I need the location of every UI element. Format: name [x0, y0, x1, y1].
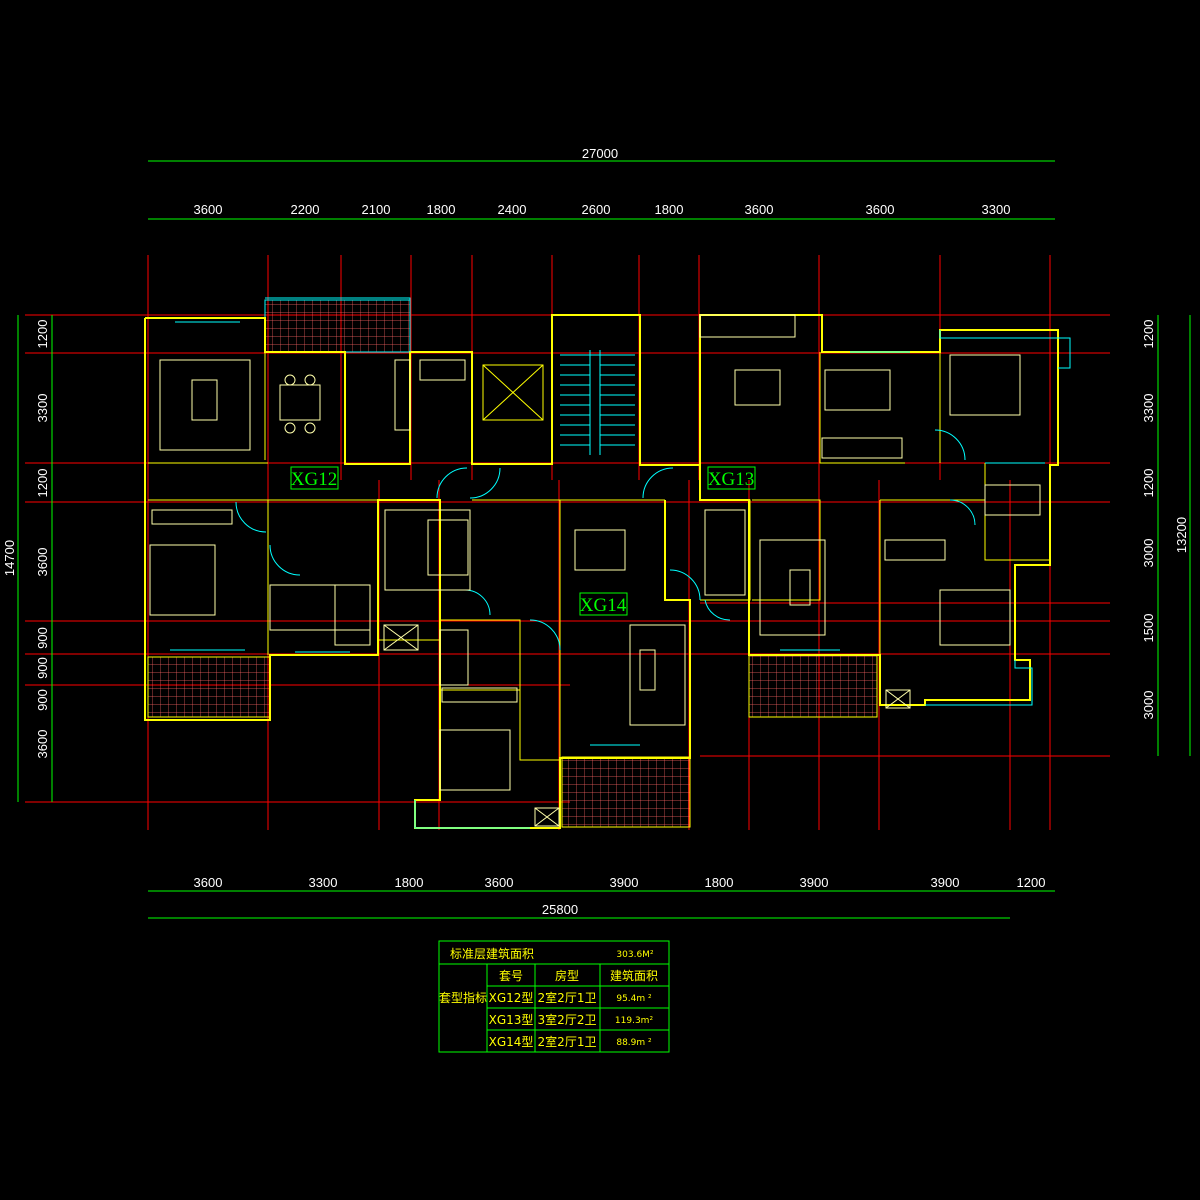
- dimension-texts: 27000 3600 2200 2100 1800 2400 2600 1800…: [2, 146, 1189, 917]
- table-row-3-type: 2室2厅1卫: [538, 1034, 597, 1049]
- dim-top-3: 2100: [362, 202, 391, 217]
- dim-bottom-7: 3900: [800, 875, 829, 890]
- dim-top-2: 2200: [291, 202, 320, 217]
- dim-bottom-9: 1200: [1017, 875, 1046, 890]
- dim-left-4: 3600: [35, 548, 50, 577]
- furniture: [149, 314, 1041, 827]
- table-row-3-area: 88.9m ²: [616, 1038, 652, 1048]
- table-row-2-id: XG13型: [489, 1013, 534, 1027]
- dimension-lines: [17, 160, 1191, 919]
- unit-tag-xg12: XG12: [291, 469, 337, 490]
- dim-left-6: 900: [35, 657, 50, 679]
- table-row-1-area: 95.4m ²: [616, 994, 652, 1004]
- table-header-area: 建筑面积: [610, 968, 658, 983]
- dim-top-7: 1800: [655, 202, 684, 217]
- dim-top-4: 1800: [427, 202, 456, 217]
- dim-left-2: 3300: [35, 394, 50, 423]
- dim-top-6: 2600: [582, 202, 611, 217]
- dim-top-8: 3600: [745, 202, 774, 217]
- table-row-1-id: XG12型: [489, 991, 534, 1005]
- dim-bottom-6: 1800: [705, 875, 734, 890]
- dim-top-1: 3600: [194, 202, 223, 217]
- dim-bottom-3: 1800: [395, 875, 424, 890]
- dim-bottom-4: 3600: [485, 875, 514, 890]
- dim-left-8: 3600: [35, 730, 50, 759]
- dim-right-5: 1500: [1141, 614, 1156, 643]
- table-title: 标准层建筑面积: [450, 946, 534, 961]
- table-header-id: 套号: [499, 969, 523, 983]
- dim-bottom-total: 25800: [542, 902, 578, 917]
- table-total-area: 303.6M²: [616, 950, 654, 960]
- unit-tag-xg14: XG14: [580, 595, 627, 616]
- walls: [144, 314, 1059, 829]
- dim-top-total: 27000: [582, 146, 618, 161]
- dim-right-1: 1200: [1141, 320, 1156, 349]
- dim-bottom-8: 3900: [931, 875, 960, 890]
- table-row-3-id: XG14型: [489, 1035, 534, 1049]
- dim-left-1: 1200: [35, 320, 50, 349]
- table-row-1-type: 2室2厅1卫: [538, 990, 597, 1005]
- dim-bottom-2: 3300: [309, 875, 338, 890]
- dim-top-5: 2400: [498, 202, 527, 217]
- unit-tag-xg13: XG13: [708, 469, 754, 490]
- dim-right-3: 1200: [1141, 469, 1156, 498]
- dim-right-4: 3000: [1141, 539, 1156, 568]
- doors: [235, 429, 976, 651]
- windows: [170, 297, 1071, 829]
- table-row-2-type: 3室2厅2卫: [538, 1012, 597, 1027]
- dim-right-2: 3300: [1141, 394, 1156, 423]
- dim-left-total: 14700: [2, 540, 17, 576]
- table-header-type: 房型: [555, 968, 579, 983]
- dim-left-5: 900: [35, 627, 50, 649]
- balconies: [147, 299, 878, 828]
- dim-left-7: 900: [35, 689, 50, 711]
- dim-bottom-5: 3900: [610, 875, 639, 890]
- table-row-2-area: 119.3m²: [615, 1016, 654, 1026]
- dim-right-6: 3000: [1141, 691, 1156, 720]
- dim-bottom-1: 3600: [194, 875, 223, 890]
- dim-top-9: 3600: [866, 202, 895, 217]
- axis-grid: [25, 255, 1110, 830]
- dim-top-10: 3300: [982, 202, 1011, 217]
- unit-tags: XG12 XG13 XG14: [290, 466, 756, 616]
- dim-left-3: 1200: [35, 469, 50, 498]
- table-row-header: 套型指标: [439, 990, 487, 1005]
- area-table: 标准层建筑面积 303.6M² 套型指标 套号 房型 建筑面积 XG12型 2室…: [438, 940, 670, 1053]
- stair-core: [482, 350, 635, 455]
- dim-right-total: 13200: [1174, 517, 1189, 553]
